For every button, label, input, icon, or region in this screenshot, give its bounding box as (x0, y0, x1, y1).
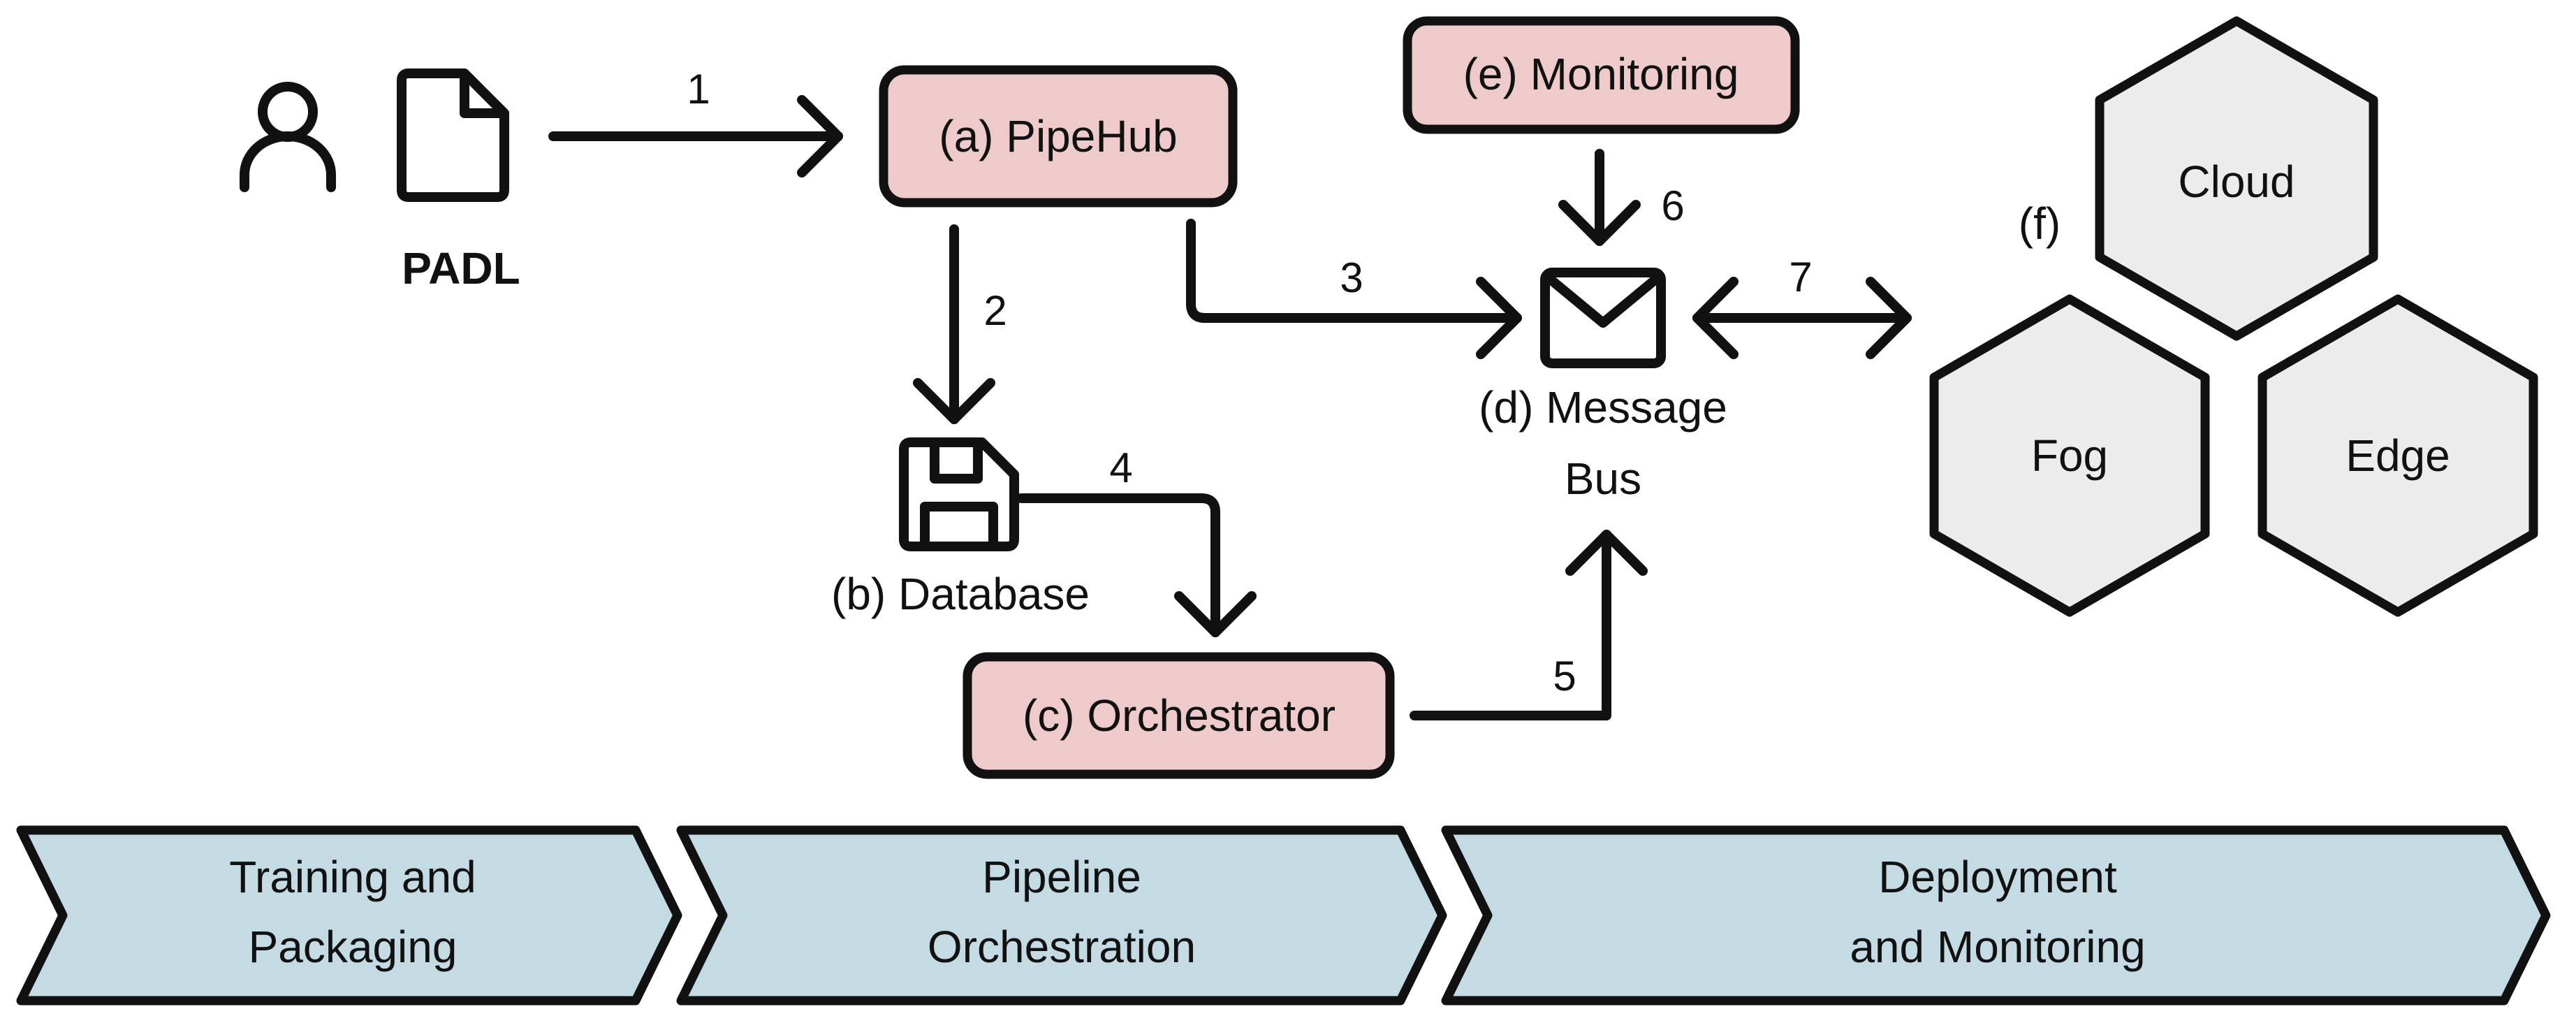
arrow-4-head (1174, 591, 1257, 637)
pipehub-label: (a) PipeHub (939, 111, 1178, 161)
hex-node-edge: Edge (2257, 294, 2538, 617)
arrow-5 (1410, 530, 1611, 720)
flow-label-1: 1 (687, 66, 710, 113)
arrow-6-head (1558, 200, 1641, 246)
envelope-icon (1540, 268, 1666, 368)
phase-label-line2: and Monitoring (1850, 922, 2145, 972)
arrow-4 (1016, 493, 1220, 637)
flow-label-5: 5 (1553, 653, 1576, 699)
message-bus-label-line1: (d) Message (1479, 382, 1727, 433)
file-icon (397, 68, 509, 202)
arrow-7-head-right (1866, 277, 1912, 359)
phase-chevron-orchestration: Pipeline Orchestration (676, 825, 1447, 1006)
arrow-5-head (1565, 530, 1648, 576)
flow-arrows (548, 95, 1912, 720)
flow-label-7: 7 (1789, 254, 1812, 300)
arrow-3-head (1476, 277, 1522, 359)
user-icon (240, 82, 336, 192)
arrow-3 (1186, 219, 1522, 323)
monitoring-label: (e) Monitoring (1463, 49, 1739, 99)
flow-label-2: 2 (983, 287, 1007, 334)
hex-node-cloud: Cloud (2095, 16, 2378, 341)
phase-label-line1: Deployment (1878, 852, 2117, 902)
phase-label-line1: Pipeline (982, 852, 1141, 902)
flow-label-6: 6 (1661, 182, 1684, 229)
infrastructure-label: (f) (2019, 198, 2061, 249)
padl-label: PADL (402, 243, 520, 293)
arrow-2-head (913, 378, 995, 424)
flow-label-4: 4 (1109, 444, 1132, 491)
orchestrator-box: (c) Orchestrator (963, 652, 1395, 779)
phase-chevron-deployment: Deployment and Monitoring (1441, 825, 2551, 1006)
phase-chevron-training: Training and Packaging (16, 825, 682, 1006)
node-label-edge: Edge (2346, 430, 2450, 481)
arrow-7-head-left (1692, 277, 1739, 359)
arrow-1-head (797, 95, 843, 177)
hex-node-fog: Fog (1929, 294, 2210, 617)
orchestrator-label: (c) Orchestrator (1023, 690, 1335, 741)
database-label: (b) Database (831, 569, 1090, 619)
phase-label-line2: Orchestration (928, 922, 1196, 972)
node-label-fog: Fog (2031, 430, 2108, 481)
monitoring-box: (e) Monitoring (1403, 16, 1800, 134)
node-label-cloud: Cloud (2178, 157, 2295, 207)
flow-label-3: 3 (1340, 254, 1363, 301)
floppy-disk-icon (899, 437, 1019, 551)
message-bus-label-line2: Bus (1565, 454, 1641, 504)
phase-label-line1: Training and (229, 852, 476, 902)
phase-label-line2: Packaging (249, 922, 458, 972)
pipehub-box: (a) PipeHub (879, 65, 1238, 208)
